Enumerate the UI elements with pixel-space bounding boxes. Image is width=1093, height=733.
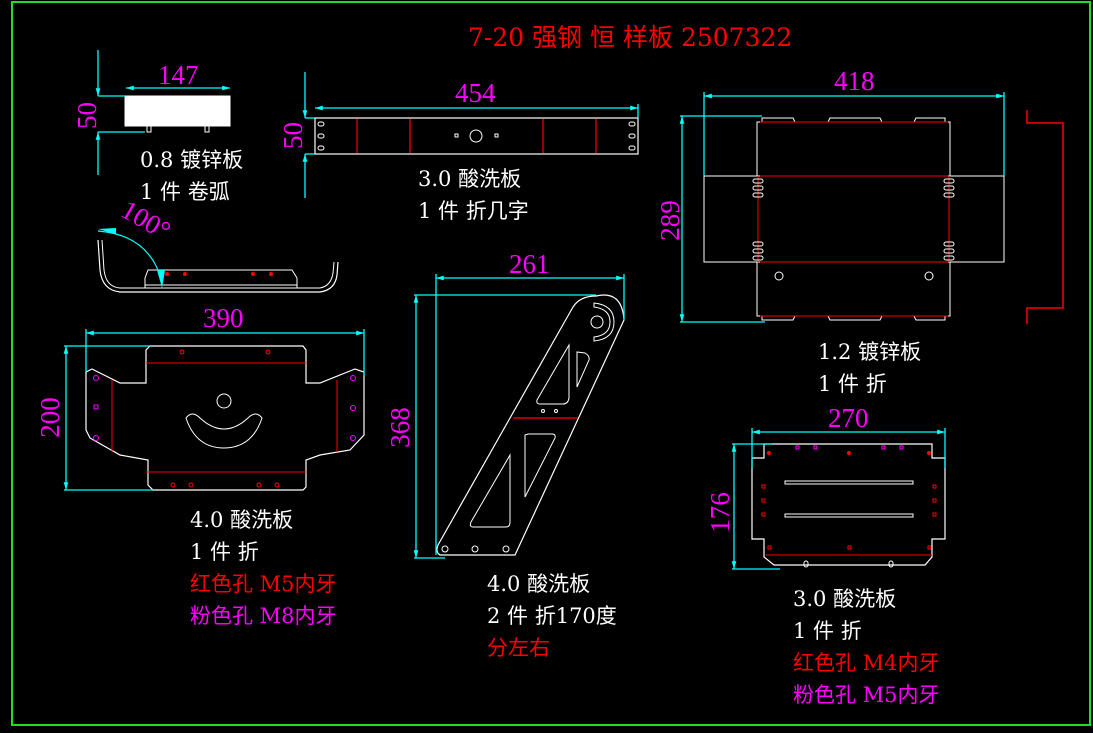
part3-box (679, 92, 1064, 324)
part4-red-hole-note: 红色孔 M5内牙 (190, 572, 337, 596)
part2-note-material: 3.0 酸洗板 (418, 167, 522, 191)
part6-note-qty: 1 件 折 (793, 619, 862, 643)
part4-height-dim: 200 (34, 397, 65, 438)
part5-height-dim: 368 (384, 407, 415, 448)
part1-note-qty: 1 件 卷弧 (140, 180, 230, 204)
part3-width-dim: 418 (834, 66, 875, 96)
drawing-title: 7-20 强钢 恒 样板 2507322 (468, 23, 793, 52)
part5-note-material: 4.0 酸洗板 (487, 572, 591, 596)
part5-width-dim: 261 (509, 249, 550, 279)
part4-pink-hole-note: 粉色孔 M8内牙 (190, 604, 337, 628)
part5-arm (413, 274, 625, 559)
part6-note-material: 3.0 酸洗板 (793, 587, 897, 611)
part2-note-qty: 1 件 折几字 (418, 199, 529, 223)
drawing-frame (11, 1, 1091, 726)
part5-note-qty: 2 件 折170度 (487, 604, 617, 628)
part6-height-dim: 176 (704, 492, 735, 533)
part3-height-dim: 289 (654, 200, 685, 241)
part4-plate (63, 329, 365, 491)
part6-pink-hole-note: 粉色孔 M5内牙 (793, 683, 940, 707)
part3-section-profile (1026, 110, 1064, 324)
part4-note-qty: 1 件 折 (190, 540, 259, 564)
part3-note-material: 1.2 镀锌板 (818, 340, 922, 364)
part1-note-material: 0.8 镀锌板 (140, 148, 244, 172)
part2-width-dim: 454 (455, 78, 496, 108)
part6-red-hole-note: 红色孔 M4内牙 (793, 651, 940, 675)
part1-width-dim: 147 (158, 60, 199, 90)
part4-note-material: 4.0 酸洗板 (190, 508, 294, 532)
part1-dimensions (95, 50, 231, 175)
part4-width-dim: 390 (203, 303, 244, 333)
part3-note-qty: 1 件 折 (818, 372, 887, 396)
part1-zinc-plate (95, 50, 231, 175)
part1-outline (124, 95, 231, 127)
part1-profile (97, 228, 339, 293)
part6-width-dim: 270 (828, 403, 869, 433)
part5-red-note: 分左右 (487, 636, 550, 660)
part2-height-dim: 50 (278, 122, 308, 149)
part1-height-dim: 50 (72, 102, 102, 129)
part2-channel (302, 72, 639, 198)
part6-plate (731, 428, 946, 570)
